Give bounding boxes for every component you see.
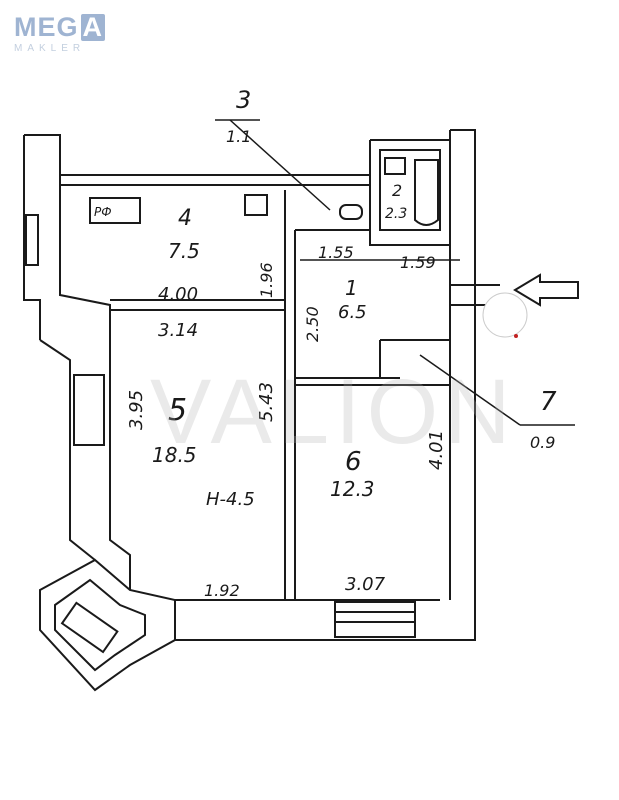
- dim-height: H-4.5: [206, 489, 255, 510]
- dim-1-59: 1.59: [400, 253, 436, 272]
- room-7-area: 0.9: [530, 433, 555, 452]
- dim-1-96: 1.96: [257, 262, 276, 298]
- room-2-area: 2.3: [385, 206, 407, 222]
- logo-subtitle: MAKLER: [14, 43, 86, 54]
- room-5-area: 18.5: [152, 443, 197, 467]
- room-1-number: 1: [345, 276, 358, 300]
- watermark: VALION: [150, 361, 517, 463]
- logo-text-box: A: [80, 12, 106, 42]
- room-3-number: 3: [236, 86, 251, 114]
- dim-1-55: 1.55: [318, 243, 354, 262]
- dim-5-43: 5.43: [256, 382, 277, 422]
- dim-3-14: 3.14: [158, 320, 198, 341]
- room-5-number: 5: [168, 393, 187, 428]
- dim-4-00: 4.00: [158, 284, 198, 305]
- dim-3-07: 3.07: [345, 574, 386, 595]
- dim-4-01: 4.01: [426, 430, 447, 470]
- stove-label: PФ: [94, 205, 112, 219]
- room-6-number: 6: [345, 447, 362, 477]
- room-4-number: 4: [178, 206, 192, 231]
- dim-1-92: 1.92: [204, 581, 240, 600]
- leader-lines: [120, 119, 575, 426]
- dim-3-95: 3.95: [126, 390, 147, 430]
- marker-circle-icon: [482, 292, 528, 338]
- entry-arrow-icon: [513, 273, 579, 307]
- marker-dot-icon: [514, 334, 518, 338]
- room-7-number: 7: [540, 387, 557, 417]
- room-4-area: 7.5: [168, 239, 200, 263]
- dim-2-50: 2.50: [303, 306, 322, 342]
- room-1-area: 6.5: [338, 302, 367, 323]
- logo-text-primary: MEG: [14, 12, 79, 42]
- walls: [23, 129, 500, 692]
- room-2-number: 2: [392, 181, 402, 200]
- room-6-area: 12.3: [330, 477, 375, 501]
- room-3-area: 1.1: [226, 127, 251, 146]
